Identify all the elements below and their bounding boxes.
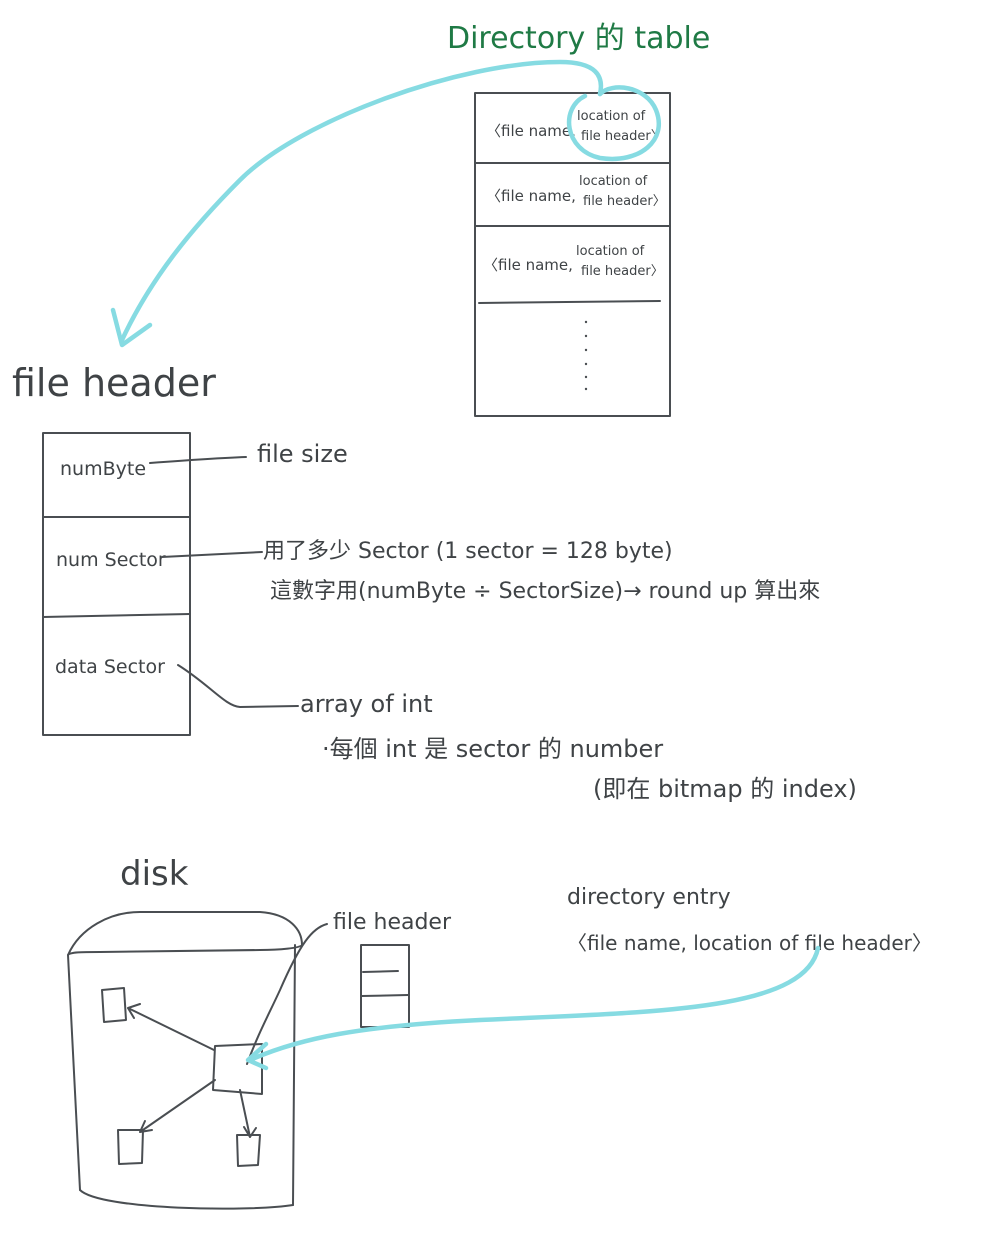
numbyte-note: file size [257,440,348,468]
directory-entry-2: 〈file name, location of file header〉 [486,174,666,209]
field-datasector-label: data Sector [55,656,165,678]
entry-2-name: 〈file name, [486,187,576,205]
file-header-box: numByte num Sector data Sector [42,432,191,736]
location-highlight [110,59,661,348]
entry-3-location-line2: file header〉 [581,264,664,279]
directory-entry-1: 〈file name, location of file header〉 [486,109,664,144]
entry-3-location-line1: location of [576,244,645,259]
disk-file-header-label: file header [333,910,452,935]
continuation-dots [584,320,588,391]
disk-title: disk [120,854,189,894]
entry-1-location-line2: file header〉 [581,129,664,144]
numsector-note-line1: 用了多少 Sector (1 sector = 128 byte) [263,539,673,564]
disk-sectors [101,923,328,1167]
entry-1-location-line1: location of [577,109,646,124]
sector-bottom-left [117,1129,144,1165]
entry-1-name: 〈file name, [486,122,576,140]
field-numsector-label: num Sector [56,549,166,571]
field-numbyte-label: numByte [60,458,146,480]
directory-entry-title: directory entry [567,885,731,910]
entry-3-name: 〈file name, [483,256,573,274]
directory-entry-text: 〈file name, location of file header〉 [567,931,932,955]
numbyte-connector [149,456,247,464]
numsector-note-line2: 這數字用(numByte ÷ SectorSize)→ round up 算出來 [270,579,820,604]
entry-2-location-line1: location of [579,174,648,189]
datasector-note-line2: ·每個 int 是 sector 的 number [322,735,663,763]
datasector-note-line1: array of int [300,690,433,718]
disk-cylinder [67,911,303,1210]
datasector-connector [177,664,299,708]
sector-top-left [101,987,127,1023]
datasector-note-line3: (即在 bitmap 的 index) [593,775,857,803]
directory-table-title: Directory 的 table [447,21,710,56]
file-header-title: file header [12,361,216,405]
mini-file-header [360,944,410,1028]
entry-2-location-line2: file header〉 [583,194,666,209]
file-header-sector [212,1043,263,1095]
directory-entry-3: 〈file name, location of file header〉 [483,244,664,279]
numsector-connector [161,551,263,558]
location-pointer-arrow [245,945,821,1071]
directory-table: 〈file name, location of file header〉 〈fi… [474,92,671,417]
sector-bottom-right [236,1134,261,1167]
